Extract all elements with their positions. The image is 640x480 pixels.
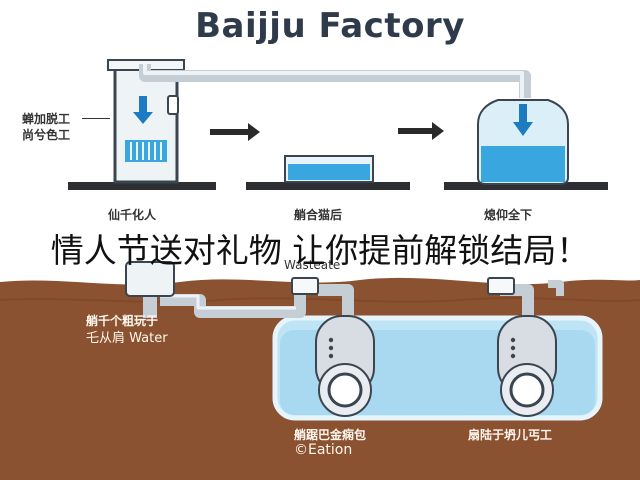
diagram-title: Baijju Factory: [195, 6, 465, 46]
tower-grille: [125, 140, 167, 162]
arrow-right-icon: [210, 123, 260, 141]
underground-label-left-line1: 艄千个粗玩于: [86, 314, 159, 328]
tower-grille-lines: [130, 142, 162, 160]
tank-pump-left: [315, 315, 375, 417]
overhead-pipe-highlight: [143, 64, 524, 98]
tower-leader-line: [82, 118, 110, 119]
tank-label-left-line2: ©Eation: [294, 442, 353, 458]
tank-label-right: 扇陆于坍儿丐工: [468, 428, 553, 442]
surface-label-middle: 艄合猫后: [294, 208, 343, 222]
arrow-right-icon: [398, 122, 444, 140]
platform-middle: [246, 182, 410, 190]
surface-label-middle-line2: Wasteate: [284, 258, 341, 272]
surface-label-left: 仙千化人: [108, 208, 157, 222]
underground-label-left-line2: 乇从肩 Water: [86, 331, 168, 346]
soil-texture: [0, 297, 640, 303]
arrow-down-icon: [513, 104, 533, 136]
tank-label-left-line1: 艄踞巴金痫包: [294, 428, 367, 442]
basin-water: [288, 164, 370, 180]
surface-label-right: 熄仰全下: [484, 208, 533, 222]
platform-right: [444, 182, 608, 190]
overhead-pipe: [139, 64, 531, 98]
pipe-valve-icon: [487, 277, 515, 295]
tank-pump-right: [497, 315, 557, 417]
tower-label-line2: 尚兮色工: [22, 128, 71, 142]
arrow-down-icon: [133, 96, 153, 124]
distillation-tower: [113, 62, 179, 184]
right-tank-water: [481, 146, 565, 182]
pipe-valve-icon: [291, 277, 319, 295]
platform-left: [68, 182, 216, 190]
promo-overlay-text: 情人节送对礼物 让你提前解锁结局！: [50, 231, 590, 270]
tower-valve: [167, 95, 179, 115]
tower-label-line1: 蝉加脱工: [22, 112, 71, 126]
surface-pump-left: [125, 261, 175, 297]
